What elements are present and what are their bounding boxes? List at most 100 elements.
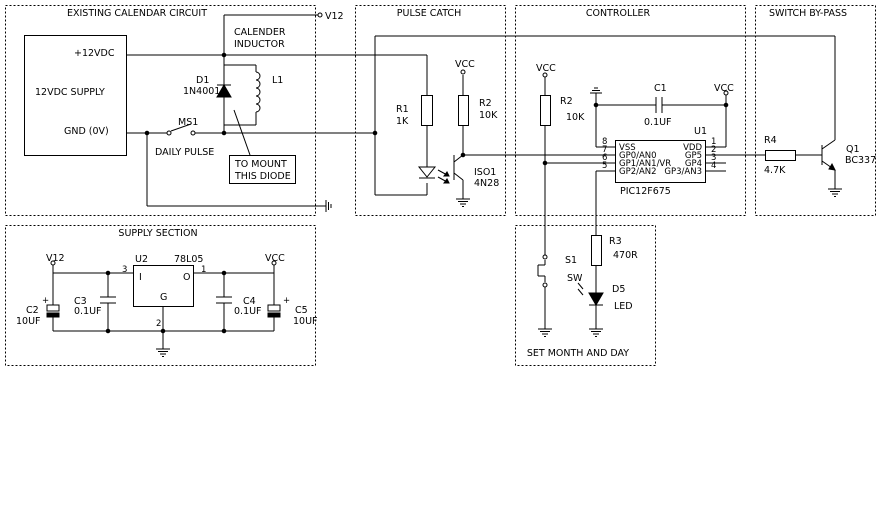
pin-num-1: 1 [711,137,716,147]
plus12-rail [127,14,428,95]
c3-capacitor [100,273,116,331]
c2-capacitor: + [42,296,60,318]
pulse-r2-value: 10K [479,110,498,121]
q1-value: BC337 [845,155,876,166]
ctrl-r2-wiring [542,77,600,255]
opto-transistor [453,75,600,193]
d5-ref: D5 [612,284,625,295]
pin-num-2: 2 [711,145,716,155]
u2-pin-out: O [183,272,190,283]
inductor-label-1: CALENDER [234,27,286,38]
l1-ref: L1 [272,75,283,86]
d1-ref: D1 [196,75,209,86]
pin-num-6: 6 [602,153,607,163]
pin-name-gp0: GP0/AN0 [619,151,657,161]
ms1-contact-a [166,130,172,136]
supply-v12-label: V12 [46,253,65,264]
svg-text:+: + [283,296,290,306]
d5-ground-icon [588,322,604,337]
pulse-wiring [374,35,835,196]
u2-pin3-num: 3 [122,265,127,275]
c4-ref: C4 [243,296,256,307]
d5-value: LED [614,301,633,312]
inductor-label-2: INDUCTOR [234,39,285,50]
section-title-setmonth: SET MONTH AND DAY [527,348,629,359]
c5-value: 10UF [293,316,318,327]
pulse-vcc-terminal [460,69,466,75]
s1-ref: S1 [565,255,577,266]
pin-name-vss: VSS [619,143,636,153]
pin-name-gp4: GP4 [685,159,702,169]
note-line-1: TO MOUNT [234,159,287,170]
ms1-contact-b [190,130,196,136]
d1-value: 1N4001 [183,86,220,97]
section-title-supply: SUPPLY SECTION [118,228,197,239]
pin-num-3: 3 [711,153,716,163]
c1-ref: C1 [654,83,667,94]
ctrl-r2-resistor [540,95,551,126]
pin-name-vdd: VDD [683,143,702,153]
vss-ground-icon [589,87,603,94]
c3-value: 0.1UF [74,306,102,317]
ctrl-r2-ref: R2 [560,96,573,107]
l1-inductor [224,64,261,126]
r1-value: 1K [396,116,409,127]
s1-contact-bottom [542,282,548,288]
pin-name-gp1: GP1/AN1/VR [619,159,671,169]
pin-num-7: 7 [602,145,607,155]
v12-terminal [317,12,323,18]
c2-ref: C2 [26,305,39,316]
pic-left-pins [600,146,615,172]
c4-value: 0.1UF [234,306,262,317]
u2-pin1-num: 1 [201,265,206,275]
u2-pin2-num: 2 [156,319,161,329]
pic-chip-body [615,140,706,183]
opto-led [417,166,450,184]
pic-chip-label: PIC12F675 [620,186,671,197]
ms1-ref: MS1 [178,117,198,128]
gnd-rail [127,123,378,207]
s1-contact-top [542,254,548,260]
note-line-2: THIS DIODE [234,171,291,182]
s1-switch [537,260,546,323]
section-title-controller: CONTROLLER [586,8,651,19]
d5-led [577,282,604,306]
gnd-label: GND (0V) [64,126,109,137]
c5-ref: C5 [295,305,308,316]
ctrl-r2-value: 10K [566,112,585,123]
pulse-r2-resistor [458,95,469,126]
supply-vcc-label: VCC [265,253,285,264]
r4-resistor [765,150,796,161]
pin-num-8: 8 [602,137,607,147]
q1-ground-icon [827,182,843,197]
section-title-bypass: SWITCH BY-PASS [769,8,847,19]
r4-ref: R4 [764,135,777,146]
chassis-ground-icon [325,199,332,213]
iso1-ref: ISO1 [474,167,496,178]
c1-value: 0.1UF [644,117,672,128]
ctrl-vcc-right-terminal [723,90,729,96]
u1-ref: U1 [694,126,707,137]
r3-resistor [591,235,602,266]
r3-value: 470R [613,250,638,261]
supply-ground-icon [155,342,171,357]
pulse-r2-ref: R2 [479,98,492,109]
iso1-value: 4N28 [474,178,499,189]
r4-value: 4.7K [764,165,786,176]
c2-value: 10UF [16,316,41,327]
supply-block [24,35,127,156]
section-setmonth-box [515,225,656,366]
pin-num-4: 4 [711,161,716,171]
svg-text:+: + [42,296,49,306]
note-box [229,155,296,184]
plus12-label: +12VDC [74,48,115,59]
q1-transistor [821,139,836,183]
r1-ref: R1 [396,104,409,115]
u2-pin-in: I [139,272,142,283]
section-title-existing: EXISTING CALENDAR CIRCUIT [67,8,207,19]
u2-ref: U2 [135,254,148,265]
pin-name-gp5: GP5 [685,151,702,161]
c3-ref: C3 [74,296,87,307]
ctrl-vcc-left-label: VCC [536,63,556,74]
